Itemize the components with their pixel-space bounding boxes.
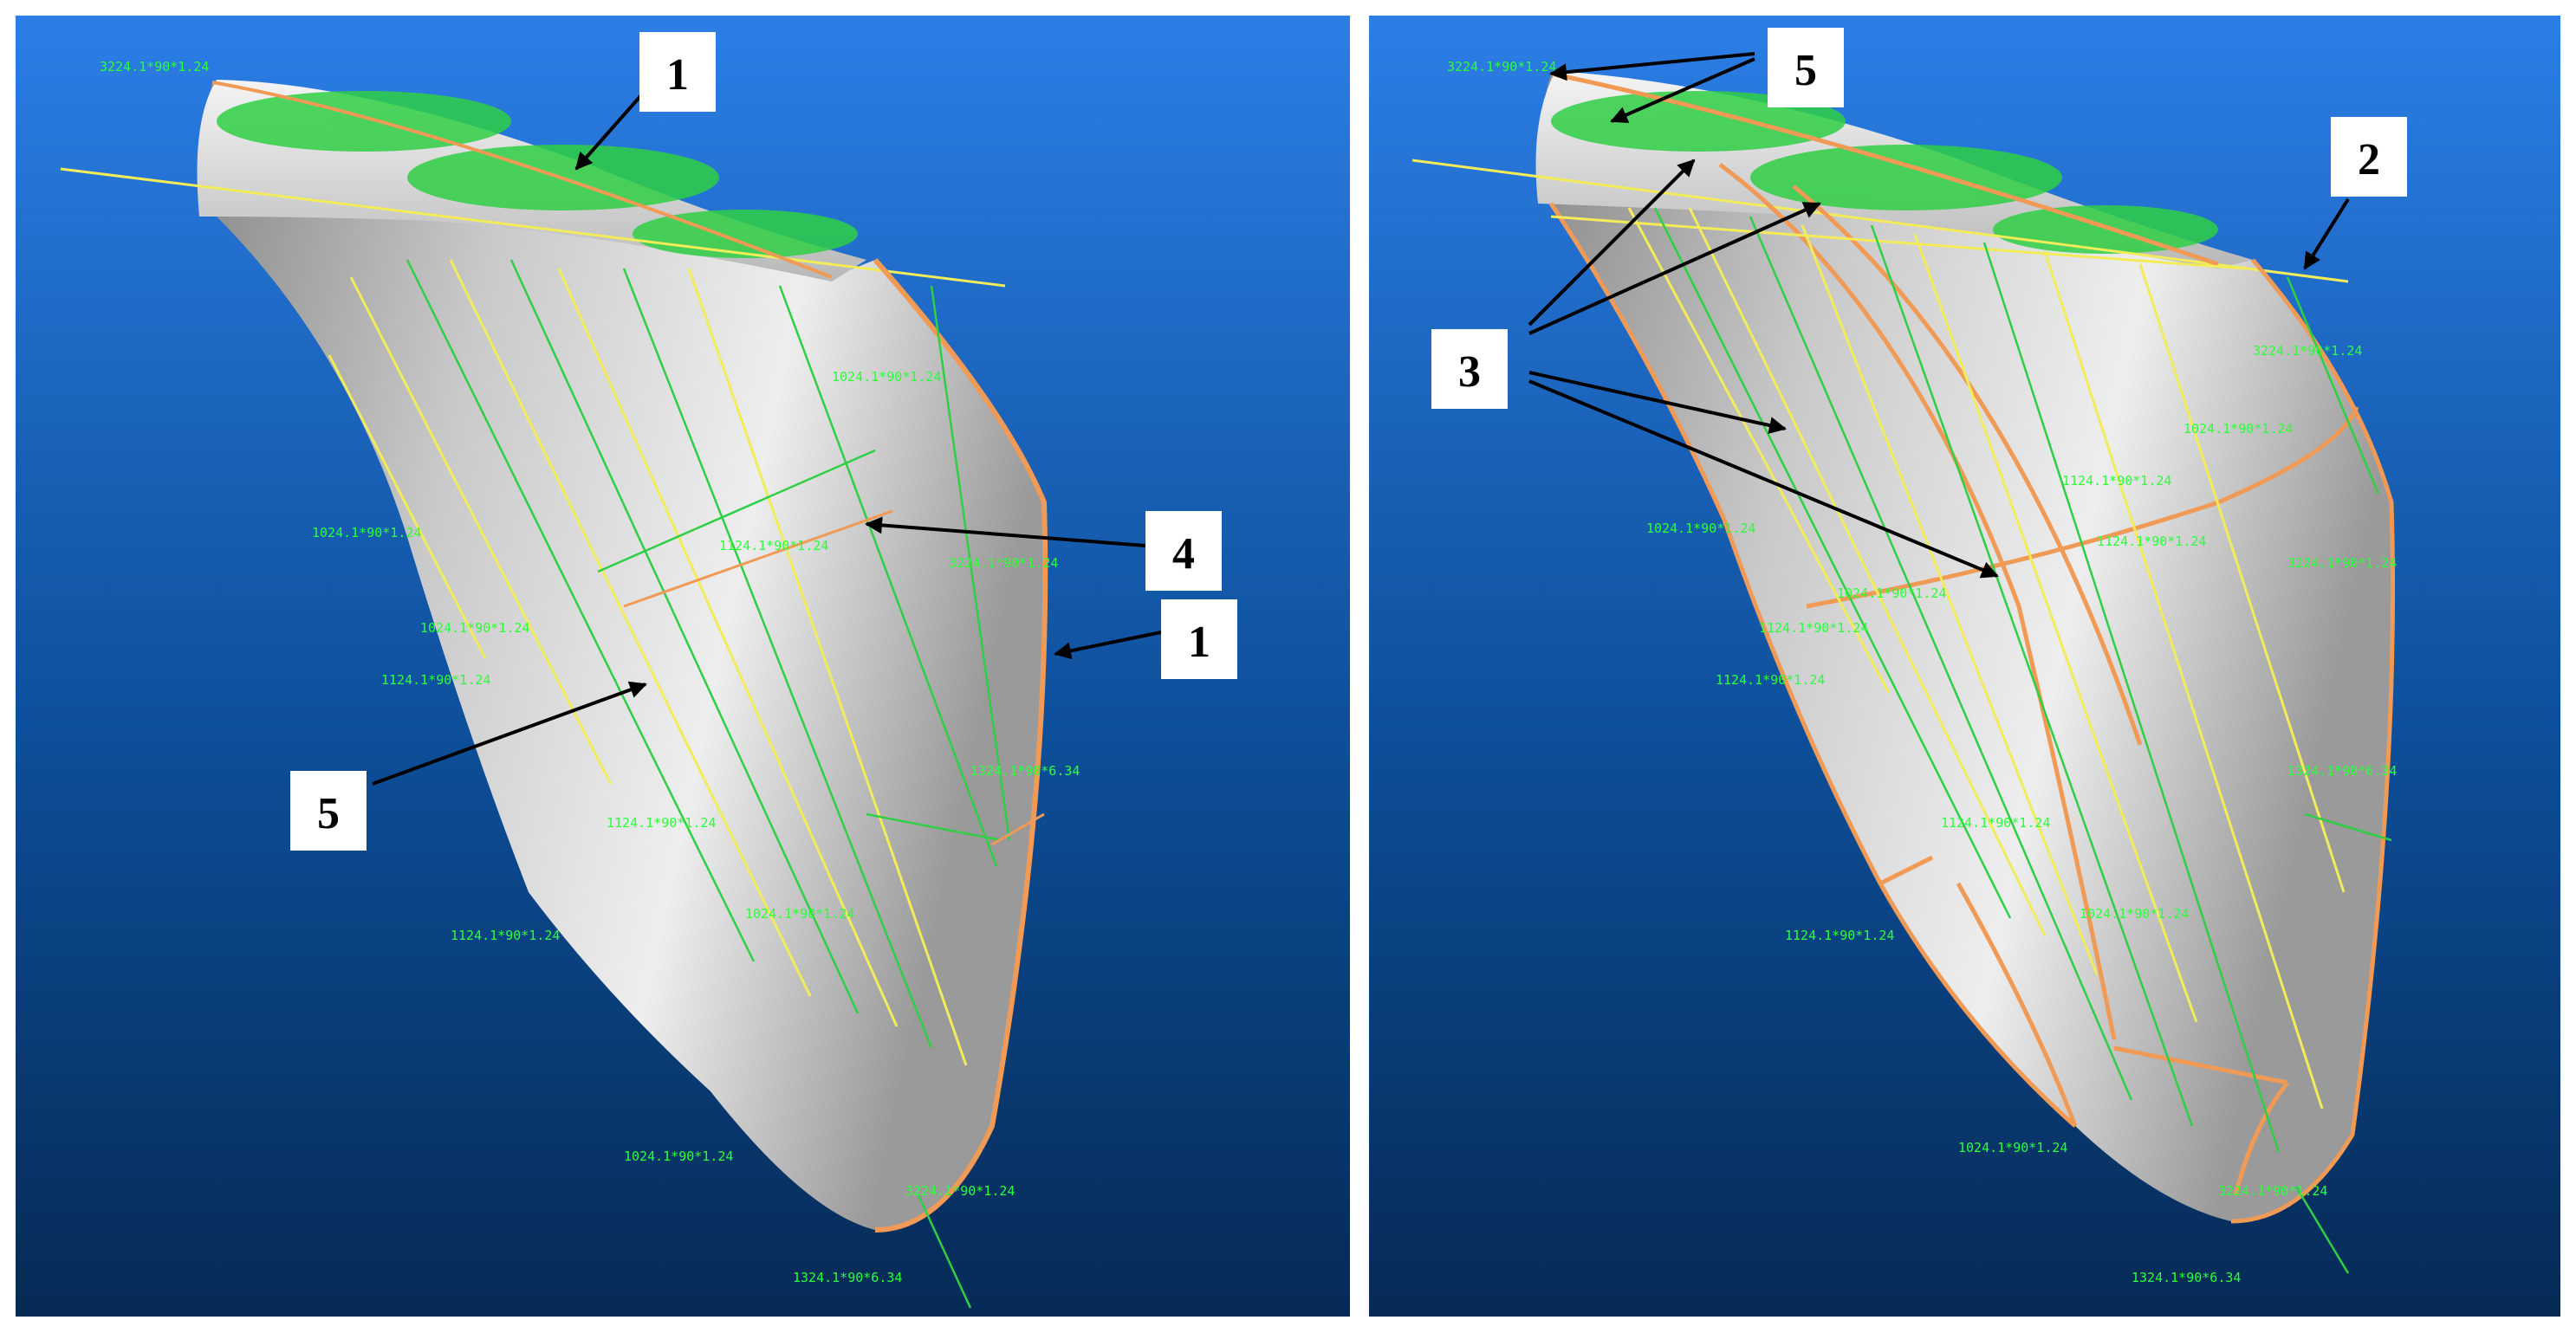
section-line-left — [623, 509, 893, 608]
dim-label: 1124.1*90*1.24 — [1941, 815, 2050, 831]
green-guides — [1653, 207, 2392, 1274]
dim-label: 3224.1*90*1.24 — [2218, 1183, 2327, 1199]
dim-label: 1124.1*90*1.24 — [1716, 672, 1825, 688]
callout-label: 1 — [666, 50, 689, 100]
dim-label: 1024.1*90*1.24 — [832, 369, 941, 385]
callout-arrow — [1549, 52, 1755, 81]
dim-label: 1324.1*90*6.34 — [793, 1270, 902, 1285]
panel-right: 3224.1*90*1.24 3224.1*90*1.24 1024.1*90*… — [1369, 16, 2560, 1317]
dim-label: 3224.1*90*1.24 — [100, 59, 209, 74]
panel-divider — [1350, 0, 1369, 1333]
dim-label: 1324.1*90*6.34 — [970, 763, 1080, 779]
dim-label: 1124.1*90*1.24 — [2062, 473, 2171, 489]
dim-label: 1124.1*90*1.24 — [1759, 620, 1868, 636]
dim-label: 1124.1*90*1.24 — [381, 672, 490, 688]
callout-label: 1 — [1188, 618, 1210, 667]
callout-box — [1145, 511, 1222, 591]
callout-arrow — [1528, 202, 1821, 335]
callout-label: 2 — [2358, 135, 2380, 184]
hub-reference-line — [60, 167, 1006, 288]
dim-label: 1024.1*90*1.24 — [1837, 586, 1946, 601]
yellow-guides — [328, 259, 968, 1066]
section-line-left-b — [991, 812, 1045, 846]
dim-label: 1024.1*90*1.24 — [745, 906, 854, 922]
callout-arrow — [1610, 57, 1755, 123]
callout-arrow — [2303, 197, 2350, 270]
dim-label: 1024.1*90*1.24 — [624, 1149, 733, 1164]
callout-box — [290, 771, 367, 851]
hub-reference-line — [1411, 159, 2349, 283]
orange-section-curves — [1548, 71, 2396, 1224]
dim-label: 3224.1*90*1.24 — [1447, 59, 1556, 74]
callouts-left: 1 4 1 5 — [290, 32, 1237, 851]
callout-box — [1161, 599, 1237, 679]
dim-label: 1124.1*90*1.24 — [1785, 928, 1894, 943]
dim-label: 1124.1*90*1.24 — [2097, 534, 2206, 549]
callout-box — [1431, 329, 1508, 409]
dimension-labels-left: 3224.1*90*1.24 1024.1*90*1.24 1024.1*90*… — [100, 59, 1080, 1285]
dim-label: 1324.1*90*6.34 — [2132, 1270, 2241, 1285]
callout-arrow — [1054, 631, 1162, 660]
dim-label: 1024.1*90*1.24 — [2080, 906, 2189, 922]
blade-surface — [206, 82, 1046, 1230]
callout-label: 5 — [317, 789, 340, 838]
dim-label: 3224.1*90*1.24 — [949, 555, 1058, 571]
dim-label: 1024.1*90*1.24 — [312, 525, 421, 540]
callout-arrow — [1528, 379, 1999, 579]
callout-arrow — [865, 516, 1146, 547]
dim-label: 1124.1*90*1.24 — [451, 928, 560, 943]
callout-box — [2331, 117, 2407, 197]
callout-arrow — [1528, 371, 1787, 434]
callout-label: 3 — [1458, 347, 1481, 397]
dim-label: 3224.1*90*1.24 — [2287, 555, 2397, 571]
dim-label: 1024.1*90*1.24 — [2183, 421, 2293, 437]
callouts-right: 5 2 3 — [1431, 28, 2407, 579]
panel-left: 3224.1*90*1.24 1024.1*90*1.24 1024.1*90*… — [16, 16, 1350, 1317]
dim-label: 1124.1*90*1.24 — [719, 538, 828, 553]
dim-label: 1024.1*90*1.24 — [420, 620, 529, 636]
green-guides — [406, 259, 1011, 1309]
leading-edge-outline — [873, 258, 1048, 1233]
dimension-labels-right: 3224.1*90*1.24 3224.1*90*1.24 1024.1*90*… — [1447, 59, 2397, 1285]
callout-label: 4 — [1172, 529, 1195, 579]
dim-label: 3224.1*90*1.24 — [2253, 343, 2362, 359]
callout-arrow — [372, 681, 647, 786]
dim-label: 3224.1*90*1.24 — [905, 1183, 1015, 1199]
dim-label: 1124.1*90*1.24 — [607, 815, 716, 831]
dim-label: 1024.1*90*1.24 — [1958, 1140, 2067, 1155]
yellow-guides — [1550, 207, 2346, 1110]
callout-box — [639, 32, 716, 112]
callout-label: 5 — [1794, 46, 1817, 95]
callout-arrow — [574, 94, 643, 171]
callout-box — [1768, 28, 1844, 107]
callout-arrow — [1528, 159, 1696, 327]
hub-edge-outline — [211, 81, 833, 279]
dim-label: 1024.1*90*1.24 — [1646, 521, 1755, 536]
dim-label: 1324.1*90*6.34 — [2287, 763, 2397, 779]
